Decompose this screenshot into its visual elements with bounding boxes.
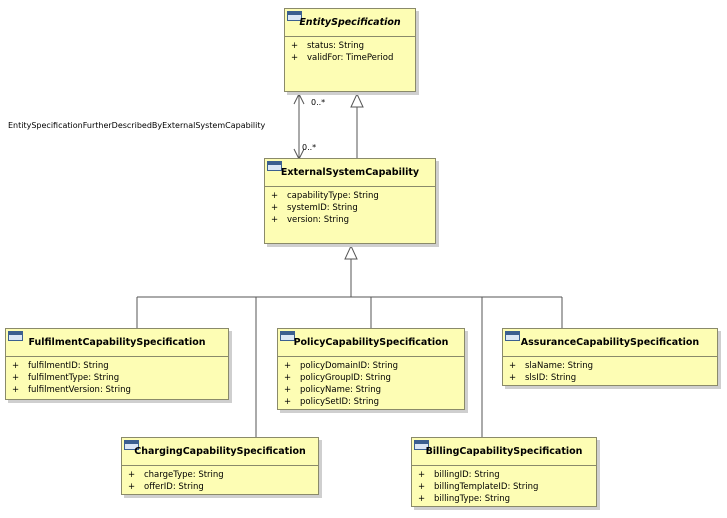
class-header: AssuranceCapabilitySpecification — [503, 329, 717, 357]
attribute-list: +capabilityType: String +systemID: Strin… — [265, 187, 435, 226]
class-name: AssuranceCapabilitySpecification — [520, 337, 700, 348]
class-icon — [414, 440, 429, 450]
attribute: +billingID: String — [418, 470, 500, 480]
attribute: +slaName: String — [509, 361, 594, 371]
attribute: +offerID: String — [128, 482, 204, 492]
attribute: +slsID: String — [509, 373, 577, 383]
class-header: PolicyCapabilitySpecification — [278, 329, 464, 357]
class-name: FulfilmentCapabilitySpecification — [28, 337, 206, 348]
class-icon — [8, 331, 23, 341]
attribute: +fulfilmentVersion: String — [12, 385, 131, 395]
association-name-label: EntitySpecificationFurtherDescribedByExt… — [8, 121, 266, 130]
attribute: +billingTemplateID: String — [418, 482, 539, 492]
class-name: PolicyCapabilitySpecification — [293, 337, 449, 348]
attribute: +policyName: String — [284, 385, 382, 395]
attribute: +status: String — [291, 41, 365, 51]
class-billing-capability-specification[interactable]: BillingCapabilitySpecification +billingI… — [411, 437, 597, 507]
multiplicity-source-label: 0..* — [311, 98, 326, 107]
class-assurance-capability-specification[interactable]: AssuranceCapabilitySpecification +slaNam… — [502, 328, 718, 386]
attribute: +policyDomainID: String — [284, 361, 398, 371]
class-icon — [124, 440, 139, 450]
class-header: EntitySpecification — [285, 9, 415, 37]
attribute: +chargeType: String — [128, 470, 224, 480]
attribute-list: +slaName: String +slsID: String — [503, 357, 717, 384]
class-icon — [267, 161, 282, 171]
attribute-list: +status: String +validFor: TimePeriod — [285, 37, 415, 64]
class-icon — [287, 11, 302, 21]
class-fulfilment-capability-specification[interactable]: FulfilmentCapabilitySpecification +fulfi… — [5, 328, 229, 400]
generalization-tree — [136, 244, 563, 437]
attribute: +systemID: String — [271, 203, 358, 213]
attribute: +fulfilmentType: String — [12, 373, 120, 383]
class-charging-capability-specification[interactable]: ChargingCapabilitySpecification +chargeT… — [121, 437, 319, 495]
attribute-list: +fulfilmentID: String +fulfilmentType: S… — [6, 357, 228, 396]
class-icon — [280, 331, 295, 341]
class-header: ExternalSystemCapability — [265, 159, 435, 187]
attribute: +policySetID: String — [284, 397, 379, 407]
attribute: +capabilityType: String — [271, 191, 379, 201]
class-name: EntitySpecification — [299, 17, 401, 28]
attribute-list: +billingID: String +billingTemplateID: S… — [412, 466, 596, 505]
attribute-list: +chargeType: String +offerID: String — [122, 466, 318, 493]
class-header: FulfilmentCapabilitySpecification — [6, 329, 228, 357]
class-entity-specification[interactable]: EntitySpecification +status: String +val… — [284, 8, 416, 92]
attribute: +version: String — [271, 215, 350, 225]
generalization-esc-to-entity — [350, 92, 364, 159]
class-icon — [505, 331, 520, 341]
attribute-list: +policyDomainID: String +policyGroupID: … — [278, 357, 464, 408]
attribute: +fulfilmentID: String — [12, 361, 109, 371]
attribute: +billingType: String — [418, 494, 511, 504]
class-header: BillingCapabilitySpecification — [412, 438, 596, 466]
class-name: ExternalSystemCapability — [280, 167, 420, 178]
attribute: +policyGroupID: String — [284, 373, 391, 383]
attribute: +validFor: TimePeriod — [291, 53, 394, 63]
class-name: ChargingCapabilitySpecification — [134, 446, 306, 457]
class-name: BillingCapabilitySpecification — [425, 446, 583, 457]
class-external-system-capability[interactable]: ExternalSystemCapability +capabilityType… — [264, 158, 436, 244]
class-policy-capability-specification[interactable]: PolicyCapabilitySpecification +policyDom… — [277, 328, 465, 410]
class-header: ChargingCapabilitySpecification — [122, 438, 318, 466]
multiplicity-target-label: 0..* — [302, 143, 317, 152]
